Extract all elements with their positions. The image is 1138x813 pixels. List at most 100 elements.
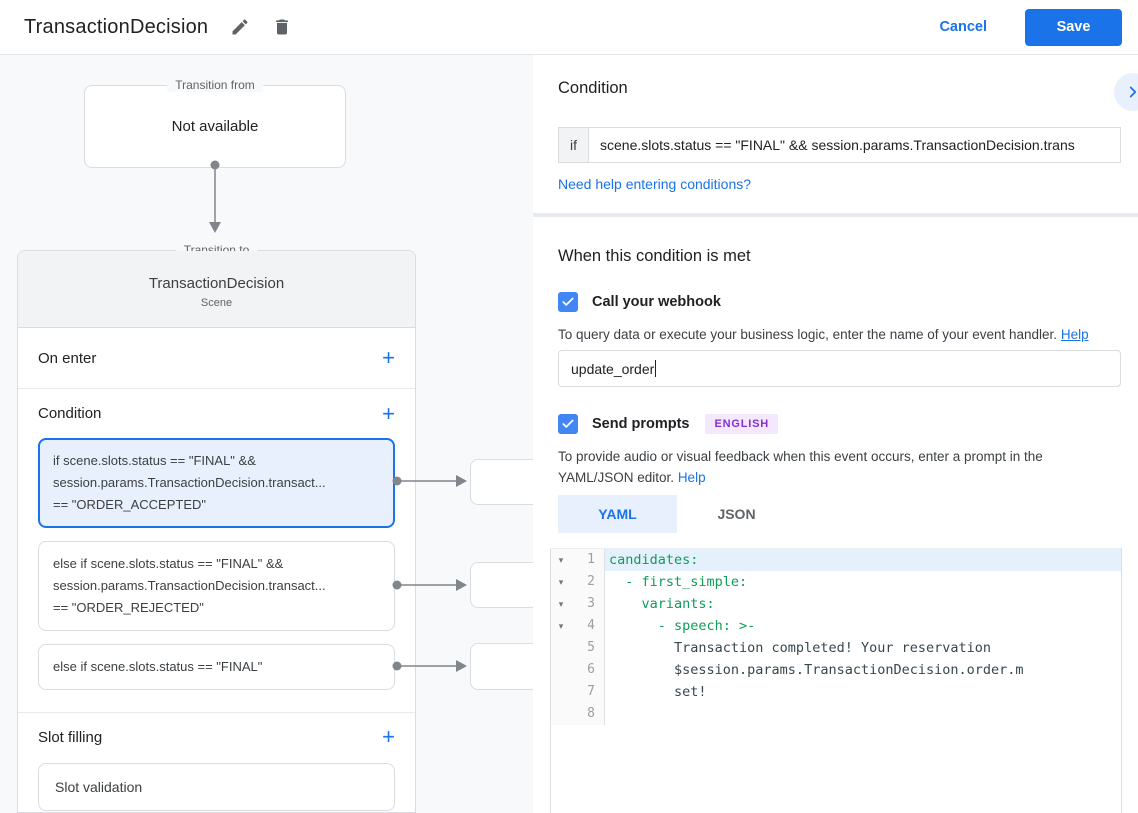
gutter-fold-spacer — [551, 681, 571, 703]
code-line[interactable]: 8 — [551, 703, 1121, 725]
add-on-enter-icon[interactable]: + — [382, 345, 395, 370]
line-number: 1 — [571, 549, 605, 571]
code-line[interactable]: ▾ 2 - first_simple: — [551, 571, 1121, 593]
transition-from-box[interactable]: Transition from Not available — [84, 78, 346, 168]
transition-from-legend: Transition from — [167, 78, 263, 92]
line-number: 8 — [571, 703, 605, 725]
yaml-code-editor[interactable]: ▾ 1 candidates: ▾ 2 - first_simple: ▾ 3 … — [550, 548, 1122, 813]
tab-yaml[interactable]: YAML — [558, 495, 677, 533]
webhook-description: To query data or execute your business l… — [558, 324, 1089, 345]
edit-icon[interactable] — [230, 17, 250, 37]
line-number: 4 — [571, 615, 605, 637]
condition-editor-panel: Condition if scene.slots.status == "FINA… — [533, 55, 1138, 813]
call-webhook-label: Call your webhook — [592, 294, 721, 310]
condition-card-line: session.params.TransactionDecision.trans… — [53, 475, 326, 490]
event-handler-input[interactable]: update_order — [558, 350, 1121, 387]
code-text: candidates: — [605, 549, 1121, 571]
on-enter-section: On enter + — [18, 328, 415, 389]
top-bar: TransactionDecision Cancel Save — [0, 0, 1138, 55]
code-line[interactable]: 5 Transaction completed! Your reservatio… — [551, 637, 1121, 659]
gutter-fold-spacer — [551, 659, 571, 681]
code-line[interactable]: ▾ 4 - speech: >- — [551, 615, 1121, 637]
language-badge: ENGLISH — [705, 414, 778, 434]
scene-subtitle: Scene — [200, 297, 233, 309]
code-text: variants: — [609, 596, 715, 612]
code-text: - speech: >- — [609, 618, 756, 634]
condition-card-line: == "ORDER_ACCEPTED" — [53, 497, 206, 512]
line-number: 5 — [571, 637, 605, 659]
fold-toggle-icon[interactable]: ▾ — [551, 593, 571, 615]
condition-card-line: if scene.slots.status == "FINAL" && — [53, 453, 256, 468]
line-number: 2 — [571, 571, 605, 593]
fold-toggle-icon[interactable]: ▾ — [551, 549, 571, 571]
condition-card-final[interactable]: else if scene.slots.status == "FINAL" — [38, 644, 395, 690]
transition-target-box[interactable] — [470, 643, 533, 690]
collapse-panel-button[interactable] — [1114, 73, 1138, 111]
page-title: TransactionDecision — [24, 15, 209, 38]
prompts-help-link[interactable]: Help — [677, 470, 706, 485]
transition-from-value: Not available — [171, 118, 259, 135]
prompts-description: To provide audio or visual feedback when… — [558, 446, 1120, 488]
if-prefix-label: if — [559, 128, 589, 162]
condition-card-accepted[interactable]: if scene.slots.status == "FINAL" && sess… — [38, 438, 395, 528]
add-slot-filling-icon[interactable]: + — [382, 724, 395, 749]
send-prompts-checkbox[interactable] — [558, 414, 578, 434]
condition-card-line: else if scene.slots.status == "FINAL" — [53, 659, 263, 674]
scene-node: Transition to TransactionDecision Scene … — [17, 243, 416, 813]
slot-filling-section: Slot filling + — [18, 713, 415, 761]
condition-section-label: Condition — [38, 405, 102, 422]
add-condition-icon[interactable]: + — [382, 400, 395, 426]
slot-filling-label: Slot filling — [38, 728, 103, 746]
condition-met-title: When this condition is met — [558, 247, 751, 265]
slot-validation-card[interactable]: Slot validation — [38, 763, 395, 811]
call-webhook-row: Call your webhook — [558, 292, 721, 312]
line-number: 3 — [571, 593, 605, 615]
checkmark-icon — [562, 419, 574, 428]
panel-title: Condition — [558, 79, 628, 97]
condition-card-line: session.params.TransactionDecision.trans… — [53, 578, 326, 593]
webhook-help-link[interactable]: Help — [1060, 327, 1089, 342]
save-button[interactable]: Save — [1025, 8, 1122, 46]
send-prompts-label: Send prompts — [592, 416, 690, 432]
checkmark-icon — [562, 297, 574, 306]
code-line[interactable]: ▾ 3 variants: — [551, 593, 1121, 615]
scene-header[interactable]: TransactionDecision Scene — [18, 251, 415, 328]
cancel-button[interactable]: Cancel — [939, 19, 987, 35]
chevron-right-icon — [1129, 86, 1137, 98]
fold-toggle-icon[interactable]: ▾ — [551, 571, 571, 593]
condition-card-rejected[interactable]: else if scene.slots.status == "FINAL" &&… — [38, 541, 395, 631]
condition-expression-field: if scene.slots.status == "FINAL" && sess… — [558, 127, 1121, 163]
prompts-description-text: To provide audio or visual feedback when… — [558, 449, 1043, 485]
condition-expression-input[interactable]: scene.slots.status == "FINAL" && session… — [600, 137, 1075, 153]
code-line[interactable]: ▾ 1 candidates: — [551, 549, 1121, 571]
condition-card-line: else if scene.slots.status == "FINAL" && — [53, 556, 284, 571]
code-line[interactable]: 7 set! — [551, 681, 1121, 703]
tab-json[interactable]: JSON — [717, 506, 756, 522]
scene-title: TransactionDecision — [148, 275, 285, 292]
code-text: $session.params.TransactionDecision.orde… — [609, 662, 1024, 678]
section-divider — [533, 213, 1138, 217]
line-number: 6 — [571, 659, 605, 681]
scene-diagram: Transition from Not available Transition… — [0, 55, 533, 813]
code-text — [605, 703, 1121, 725]
text-caret — [655, 360, 657, 377]
event-handler-value: update_order — [571, 360, 655, 377]
code-text: - first_simple: — [609, 574, 748, 590]
fold-toggle-icon[interactable]: ▾ — [551, 615, 571, 637]
condition-card-line: == "ORDER_REJECTED" — [53, 600, 204, 615]
code-line[interactable]: 6 $session.params.TransactionDecision.or… — [551, 659, 1121, 681]
gutter-fold-spacer — [551, 703, 571, 725]
line-number: 7 — [571, 681, 605, 703]
code-text: Transaction completed! Your reservation — [609, 640, 992, 656]
transition-target-box[interactable] — [470, 562, 533, 608]
delete-icon[interactable] — [272, 17, 292, 37]
call-webhook-checkbox[interactable] — [558, 292, 578, 312]
condition-help-link[interactable]: Need help entering conditions? — [558, 176, 752, 192]
code-text: set! — [609, 684, 707, 700]
editor-format-tabs: YAML JSON — [558, 495, 796, 533]
on-enter-label: On enter — [38, 349, 97, 367]
condition-section: Condition + if scene.slots.status == "FI… — [18, 389, 415, 713]
gutter-fold-spacer — [551, 637, 571, 659]
transition-target-box[interactable] — [470, 459, 533, 505]
send-prompts-row: Send prompts ENGLISH — [558, 414, 778, 434]
